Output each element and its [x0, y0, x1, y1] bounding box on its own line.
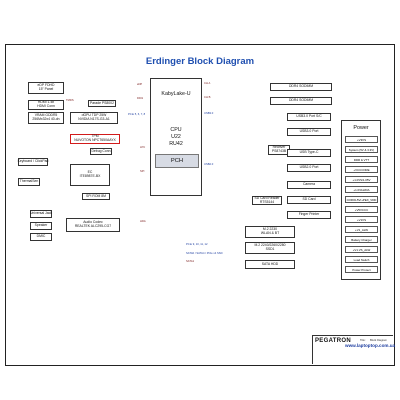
- watermark: www.laptoptop.com.ua: [345, 343, 396, 348]
- cpu-line-2: U22: [171, 134, 181, 140]
- debug-conn-box: Debug Conn: [90, 148, 112, 155]
- power-item: +V1VS: [345, 216, 378, 223]
- power-item: COROL5V/+PEX_VDD: [345, 196, 378, 203]
- bus-cha-tag: CH A: [204, 82, 211, 85]
- power-item: Load Switch: [345, 256, 378, 263]
- bus-tmds-tag: TMDS: [66, 99, 74, 102]
- bus-usb3-tag: USB3.0: [204, 112, 214, 115]
- camera-box: Camera: [287, 181, 331, 189]
- ddr4-sodimm-2-box: DDR4 SODIMM: [270, 97, 332, 105]
- power-panel: Power +V3VS System (5V & 3.3V) DDR & VTT…: [341, 120, 381, 280]
- gpu-box: dGPU TDP 25W NVIDIA N17S-G3-A1: [70, 112, 118, 124]
- vram-box: VRAM GDDR5 256Mx32x4 40-dn: [28, 112, 64, 124]
- power-item: Battery Charger: [345, 236, 378, 243]
- edp-panel-box: eDP FDHD 15" Panel: [28, 82, 64, 94]
- finger-printer-box: Finger Printer: [287, 211, 331, 219]
- cardreader-box: SD Card Reader RTS5144: [252, 196, 282, 205]
- ssd-box: M.2 2240/2260/2280 SSD1: [245, 242, 295, 254]
- cpu-line-1: CPU: [170, 127, 182, 133]
- bus-edp-tag: eDP: [137, 83, 143, 86]
- bus-spi-tag: SPI: [140, 170, 145, 173]
- power-item: +1.0VALW/A: [345, 186, 378, 193]
- bus-pcie-ssd-tag: PCIe 9, 10, 11, 12: [186, 243, 208, 246]
- universal-jack-box: Universal Jack: [30, 210, 52, 218]
- title-value: Block Diagram: [370, 339, 387, 342]
- hdmi-box: HDMI 1.4b HDMI Conn: [28, 100, 64, 110]
- ddr4-sodimm-1-box: DDR4 SODIMM: [270, 83, 332, 91]
- cpu-name: KabyLake-U: [161, 91, 191, 97]
- cpu-block: KabyLake-U CPU U22 RU42 PCH: [150, 78, 202, 196]
- ec-box: EC ITE8987E-BX: [70, 164, 110, 186]
- speaker-box: Speaker: [30, 222, 52, 230]
- pch-block: PCH: [155, 154, 199, 168]
- usb30-sc-box: USB3.0 Port S/C: [287, 113, 331, 121]
- power-item: +V5VCCC: [345, 206, 378, 213]
- power-item: System (5V & 3.3V): [345, 146, 378, 153]
- title-block: PEGATRON Title : Block Diagram: [312, 335, 393, 364]
- bus-chb-tag: CH B: [204, 96, 211, 99]
- power-item: DDR & VTT: [345, 156, 378, 163]
- wlan-box: M.2 2230 WLAN & BT: [245, 226, 295, 238]
- diagram-title: Erdinger Block Diagram: [145, 56, 255, 67]
- power-item: +V3VS: [345, 136, 378, 143]
- usb-typec-box: USB Type-C: [287, 149, 331, 157]
- company-logo: PEGATRON: [315, 338, 351, 344]
- bus-usb2-tag: USB2.0: [204, 163, 214, 166]
- tpm-box: TPM NUVOTON NPCT650AAYX: [70, 134, 120, 144]
- bus-lpc-tag: LPC: [140, 146, 146, 149]
- power-item: +VCCCORE: [345, 166, 378, 173]
- power-item: +V1_ALW: [345, 226, 378, 233]
- bus-ddi-tag: DDI1: [137, 97, 144, 100]
- keyboard-box: Keyboard / ClickPad: [18, 158, 48, 166]
- bus-sata1-tag: SATA1: [186, 260, 195, 263]
- dmic-box: DMIC: [30, 233, 52, 241]
- thermal-box: ThermalSen: [18, 178, 40, 186]
- power-item: +V1.VS_ALW: [345, 246, 378, 253]
- bus-hda-tag: HDA: [140, 220, 146, 223]
- audio-codec-box: Audio Codec REALTEK ALC295-CG7: [66, 218, 120, 232]
- spi-rom-box: SPI ROM 8M: [82, 193, 110, 200]
- power-item: +1.0VS/1.05V: [345, 176, 378, 183]
- sata-hdd-box: SATA HDD: [245, 260, 295, 269]
- usb20-box: USB2.0 Port: [287, 164, 331, 172]
- usb30-box: USB3.0 Port: [287, 128, 331, 136]
- parade-box: Parade PS8002: [88, 100, 116, 107]
- title-label: Title :: [360, 339, 367, 342]
- bus-pcie-lanes-tag: PCIe 5, 6, 7, 8: [128, 113, 146, 116]
- power-item: Power Protect: [345, 266, 378, 273]
- power-title: Power: [353, 125, 369, 131]
- sd-card-box: SD Card: [287, 196, 331, 204]
- bus-sata-pcie-tag: SATA0 / SATA4 / PCIe x4 SSD: [186, 252, 223, 255]
- cpu-line-3: RU42: [169, 141, 183, 147]
